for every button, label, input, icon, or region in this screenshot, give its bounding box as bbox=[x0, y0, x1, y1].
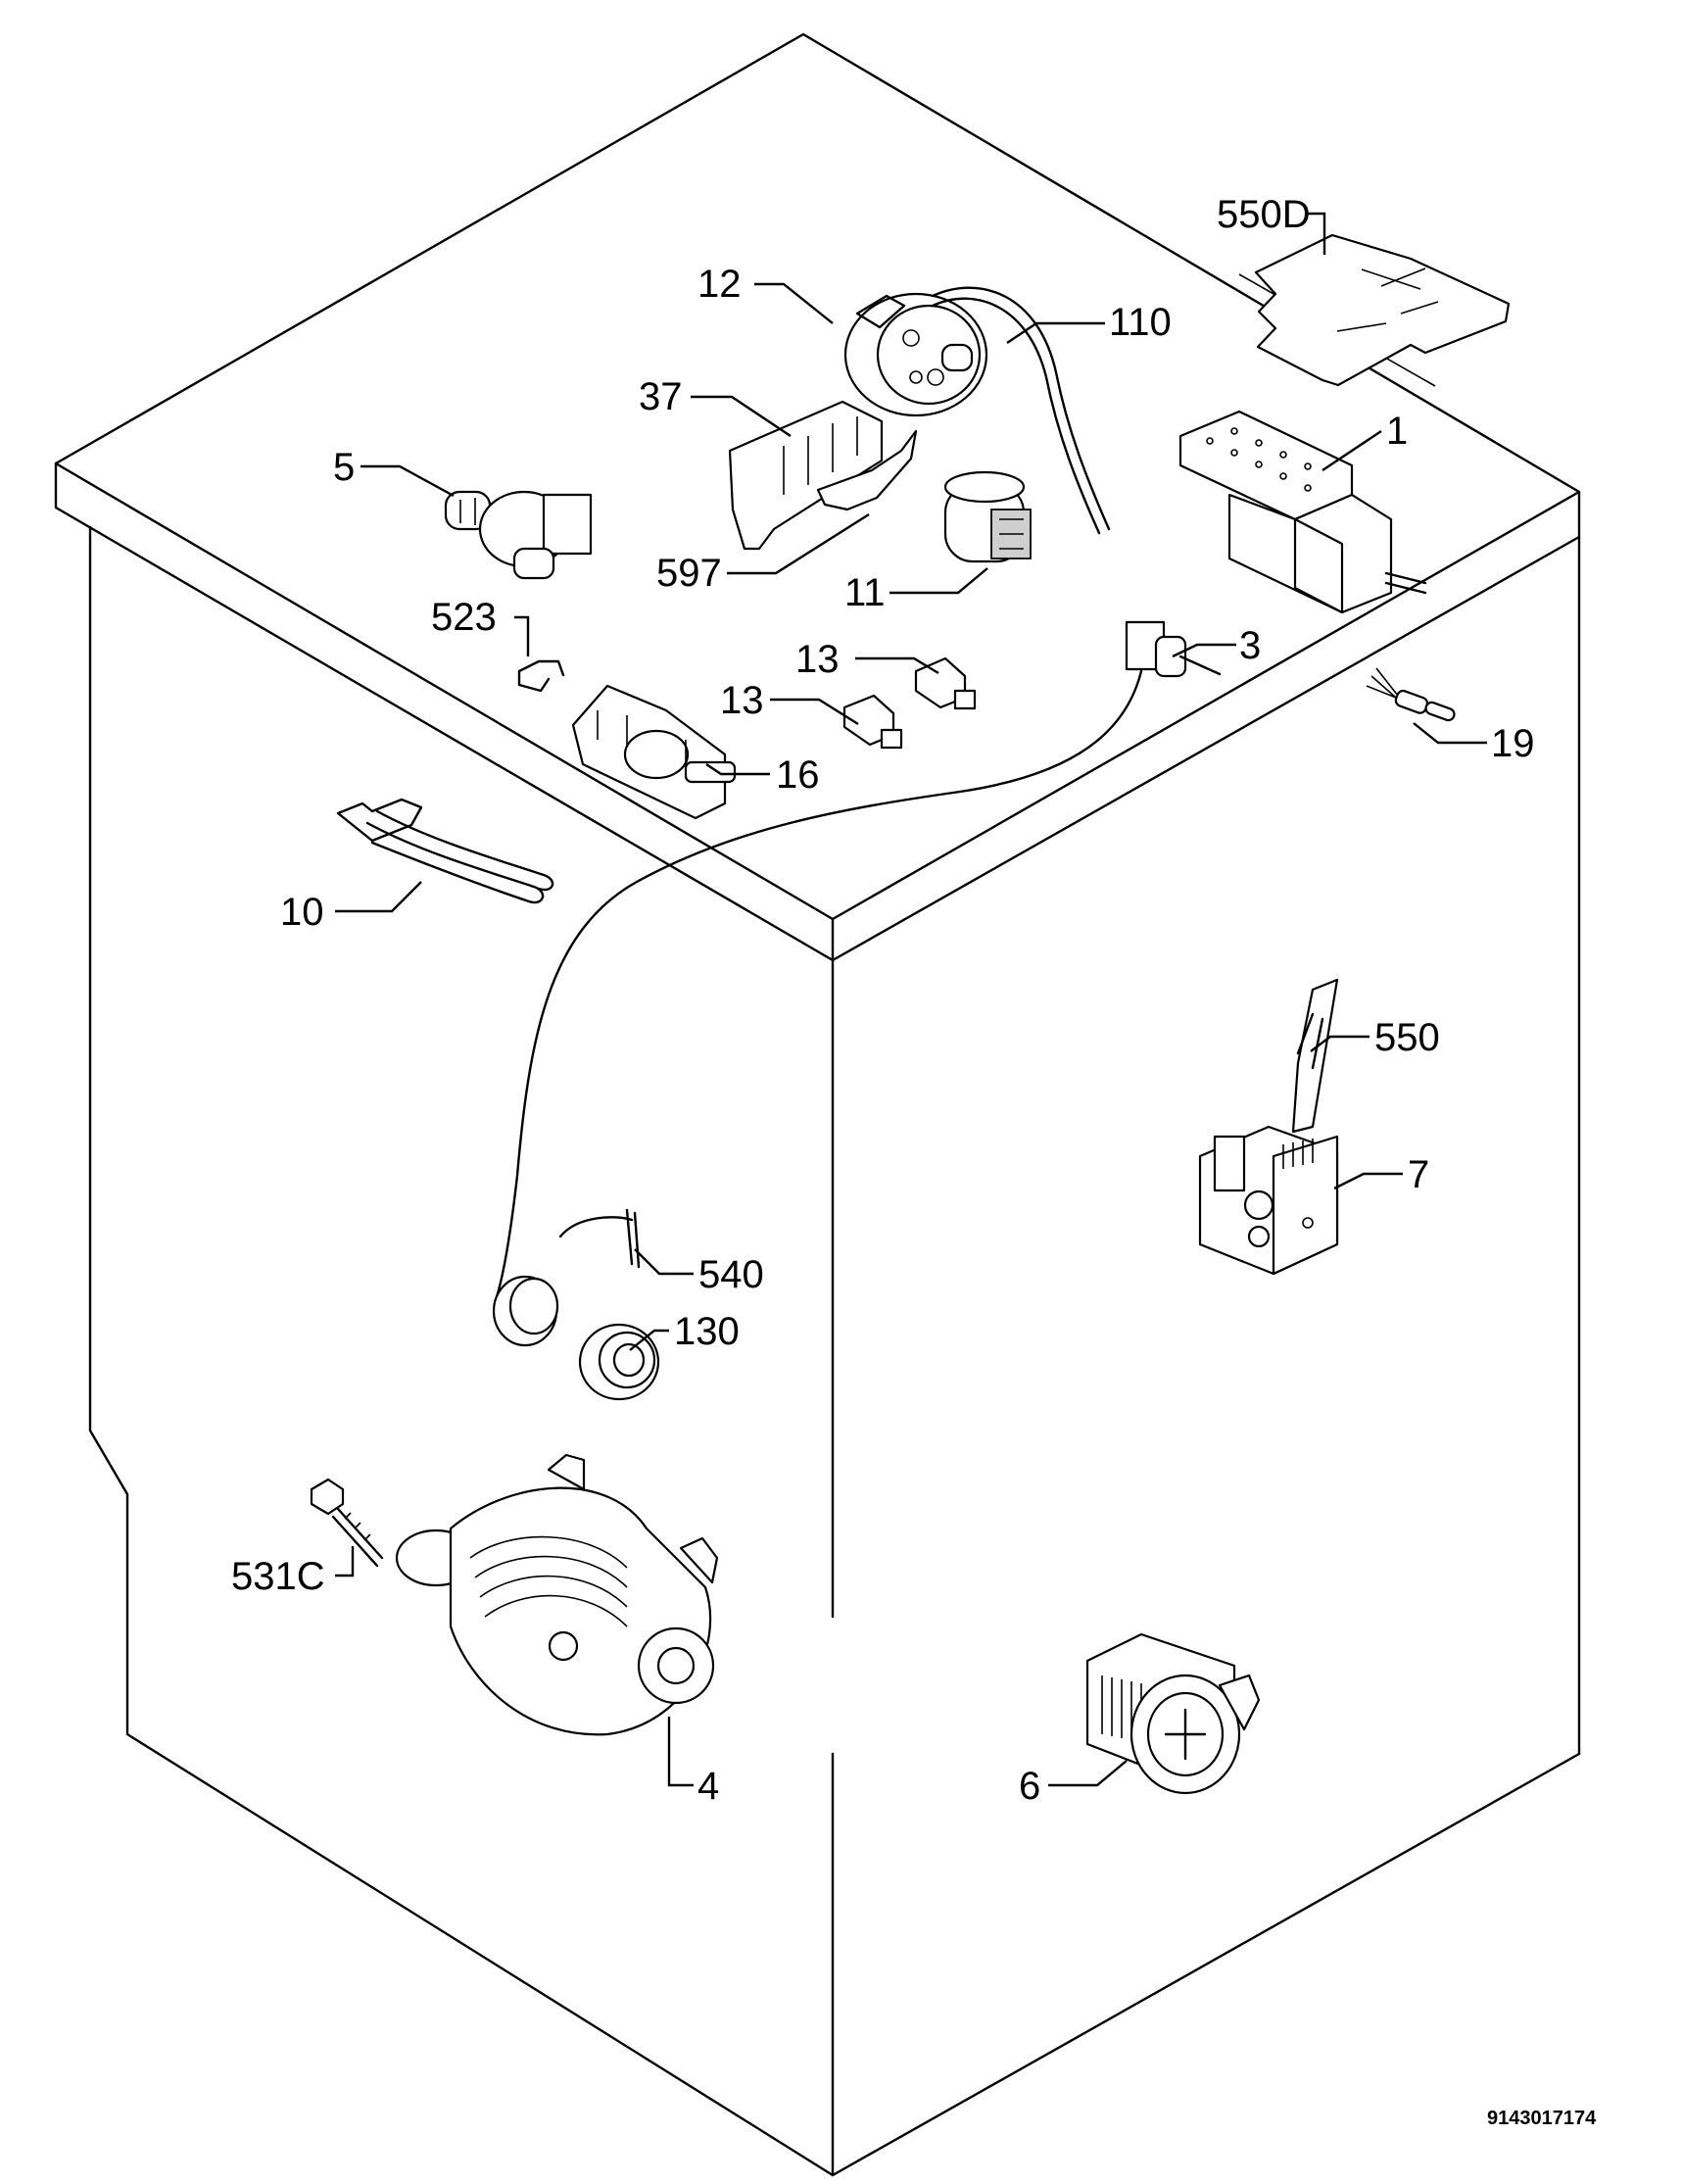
label-1: 1 bbox=[1386, 410, 1408, 453]
part-6-pump-motor bbox=[1085, 1632, 1261, 1795]
part-597-clip bbox=[816, 429, 918, 511]
label-5: 5 bbox=[333, 446, 355, 489]
label-130: 130 bbox=[674, 1310, 740, 1353]
label-597: 597 bbox=[656, 552, 722, 595]
label-110: 110 bbox=[1109, 301, 1172, 344]
label-550d: 550D bbox=[1217, 193, 1311, 236]
part-531c-screw bbox=[310, 1478, 384, 1568]
part-540-wire-clip bbox=[558, 1208, 641, 1269]
part-130-grommets bbox=[492, 1275, 660, 1401]
label-7: 7 bbox=[1408, 1153, 1429, 1196]
label-523: 523 bbox=[431, 596, 497, 639]
part-550-actuator bbox=[1291, 978, 1339, 1134]
part-10-heating-element bbox=[336, 798, 554, 904]
part-labels: 550D 12 110 37 1 5 597 11 523 3 13 13 19… bbox=[231, 193, 1535, 1808]
label-531c: 531C bbox=[231, 1555, 325, 1598]
part-16-door-lock bbox=[571, 684, 737, 820]
label-19: 19 bbox=[1491, 722, 1535, 765]
part-13-connector-lower bbox=[842, 694, 903, 750]
label-12: 12 bbox=[697, 263, 742, 306]
label-6: 6 bbox=[1019, 1765, 1040, 1808]
label-13a: 13 bbox=[795, 638, 840, 681]
part-3-switch bbox=[493, 620, 1222, 1305]
part-7-pump-unit bbox=[1198, 1125, 1339, 1276]
label-16: 16 bbox=[776, 753, 820, 797]
part-13-connector-upper bbox=[914, 656, 977, 710]
label-10: 10 bbox=[280, 891, 324, 934]
part-19-sensor bbox=[1366, 667, 1456, 722]
label-550: 550 bbox=[1374, 1016, 1440, 1059]
drawing-code: 9143017174 bbox=[1487, 2108, 1597, 2129]
part-550d-cover-plate bbox=[1254, 233, 1511, 387]
part-110-hose bbox=[931, 286, 1111, 535]
part-5-inlet-valve bbox=[444, 490, 593, 580]
part-11-capacitor bbox=[943, 470, 1032, 563]
label-37: 37 bbox=[639, 375, 683, 418]
part-4-drain-pump bbox=[395, 1453, 719, 1736]
cabinet-outline bbox=[54, 32, 1581, 2177]
part-523-small-clip bbox=[517, 659, 565, 693]
label-13b: 13 bbox=[720, 679, 764, 722]
leader-lines bbox=[335, 212, 1487, 1787]
label-3: 3 bbox=[1239, 624, 1261, 667]
label-4: 4 bbox=[697, 1765, 719, 1808]
part-37-bracket bbox=[728, 400, 884, 551]
part-1-timer bbox=[1178, 410, 1427, 614]
part-12-pressure-switch bbox=[843, 292, 988, 417]
label-540: 540 bbox=[698, 1253, 764, 1296]
label-11: 11 bbox=[844, 571, 886, 614]
